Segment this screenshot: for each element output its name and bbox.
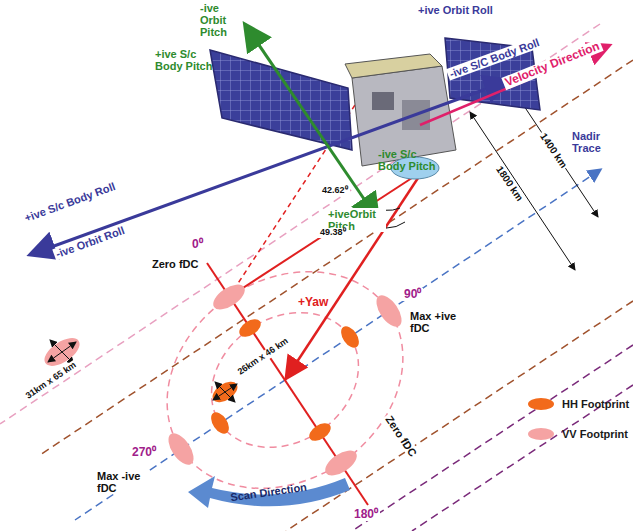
label: 90⁰ (402, 288, 423, 301)
label: 42.62⁰ (320, 186, 350, 196)
label: +Yaw (296, 296, 330, 309)
label: 180⁰ (352, 508, 380, 521)
label: +ive S/c Body Roll (21, 179, 119, 224)
label: 26km x 46 km (235, 335, 292, 378)
label: Max +ive fDC (408, 310, 462, 334)
legend-swatch (528, 428, 554, 440)
label: Zero fDC (382, 412, 420, 461)
legend-row: HH Footprint (528, 398, 629, 410)
label: 1800 km (493, 162, 526, 204)
label: 0⁰ (190, 238, 205, 251)
label: Nadir Trace (570, 130, 630, 154)
label: 270⁰ (130, 446, 158, 459)
legend-text: HH Footprint (562, 398, 629, 410)
label: 49.38⁰ (318, 228, 348, 238)
label: +ive Orbit Roll (418, 4, 498, 16)
label: -ive Orbit Roll (52, 223, 128, 260)
label: Max -ive fDC (95, 470, 149, 494)
label: 1400 km (537, 129, 570, 171)
legend-text: VV Footprint (562, 428, 628, 440)
label: -ive Orbit Pitch (200, 2, 248, 38)
label: Scan Direction (230, 481, 308, 504)
legend-swatch (528, 398, 554, 410)
label: -ive S/c Body Pitch (378, 148, 436, 172)
label: 31km x 65 km (23, 359, 80, 402)
label: Zero fDC (150, 258, 200, 270)
label: +ive S/c Body Pitch (155, 48, 217, 72)
legend-row: VV Footprint (528, 428, 628, 440)
